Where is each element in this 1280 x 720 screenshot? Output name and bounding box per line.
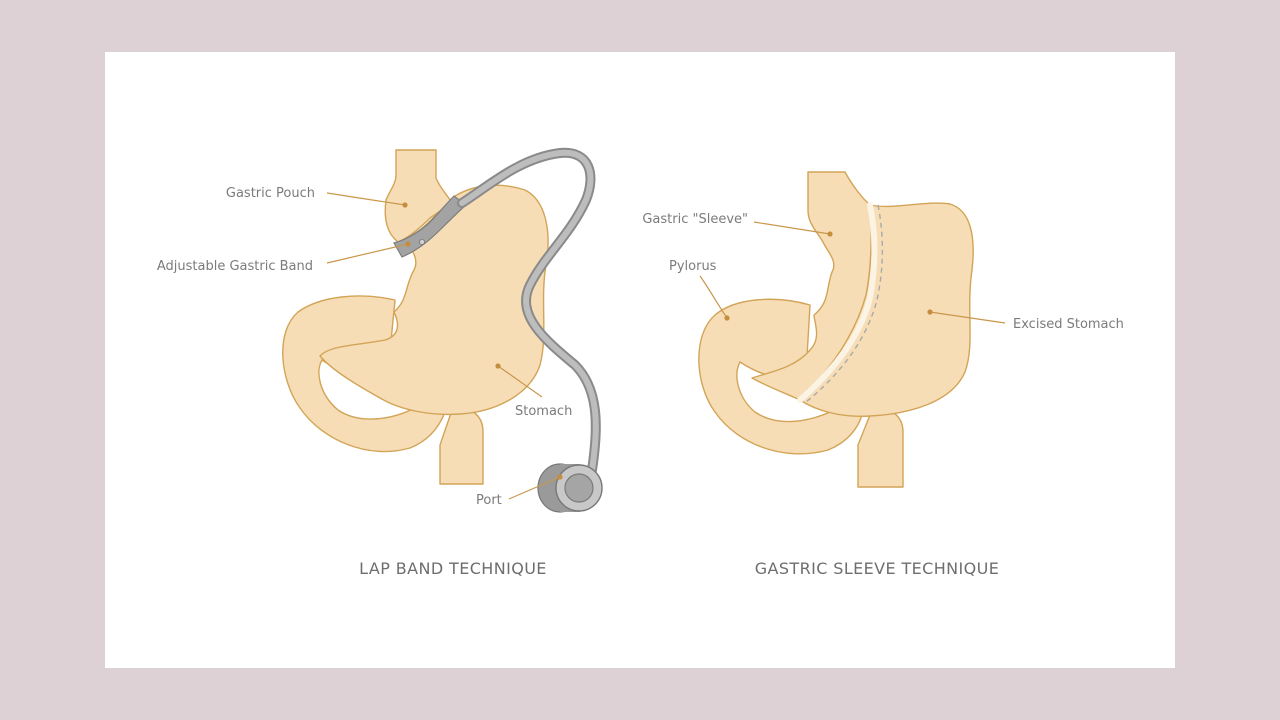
label-stomach: Stomach xyxy=(515,404,572,419)
label-gastric-pouch: Gastric Pouch xyxy=(226,186,315,201)
caption-lap-band: LAP BAND TECHNIQUE xyxy=(359,559,547,578)
sleeve-staple-dashes xyxy=(805,204,884,403)
label-port: Port xyxy=(476,493,502,508)
band-screw xyxy=(418,238,425,245)
lap-band-callouts: Gastric Pouch Adjustable Gastric Band St… xyxy=(157,186,572,508)
label-excised-stomach: Excised Stomach xyxy=(1013,317,1124,332)
sleeve-staple-line xyxy=(797,202,878,403)
label-pylorus: Pylorus xyxy=(669,259,717,274)
lap-band-duodenum xyxy=(439,408,484,485)
label-gastric-sleeve: Gastric "Sleeve" xyxy=(642,212,748,227)
gastric-sleeve-callouts: Gastric "Sleeve" Pylorus Excised Stomach xyxy=(642,212,1124,332)
gastric-sleeve-illustration xyxy=(698,171,974,488)
lap-band-illustration xyxy=(282,147,603,513)
sleeve-duodenum xyxy=(857,408,904,488)
lap-band-tubing-highlight xyxy=(459,149,599,473)
sleeve-gastric-sleeve xyxy=(751,171,872,401)
caption-gastric-sleeve: GASTRIC SLEEVE TECHNIQUE xyxy=(755,559,1000,578)
lap-band-port xyxy=(537,463,603,513)
label-adjustable-gastric-band: Adjustable Gastric Band xyxy=(157,259,313,274)
